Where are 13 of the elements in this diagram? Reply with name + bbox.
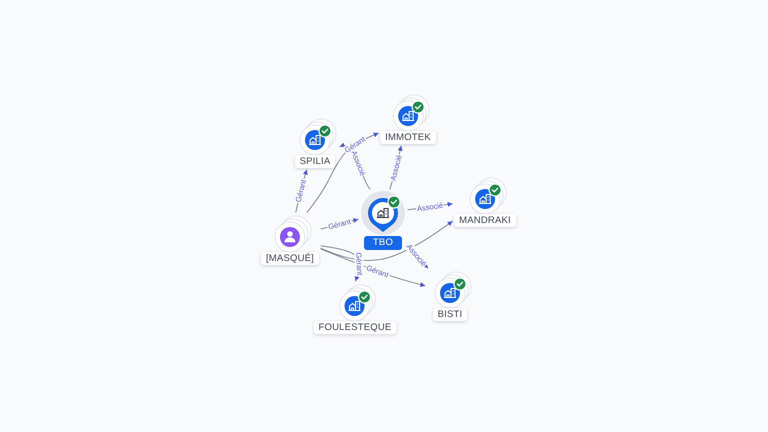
company-node [314,283,396,334]
company-node [380,93,436,144]
node-label: IMMOTEK [380,131,436,144]
node-label: BISTI [432,308,468,321]
company-node [360,191,406,250]
node-label: FOULESTEQUE [314,321,396,334]
node-label: [MASQUÉ] [260,252,320,265]
node-label: TBO [364,236,402,250]
company-node [292,117,338,168]
person-node [260,214,320,265]
node-label: MANDRAKI [454,214,516,227]
node-label: SPILIA [294,155,336,168]
company-node [454,176,516,227]
